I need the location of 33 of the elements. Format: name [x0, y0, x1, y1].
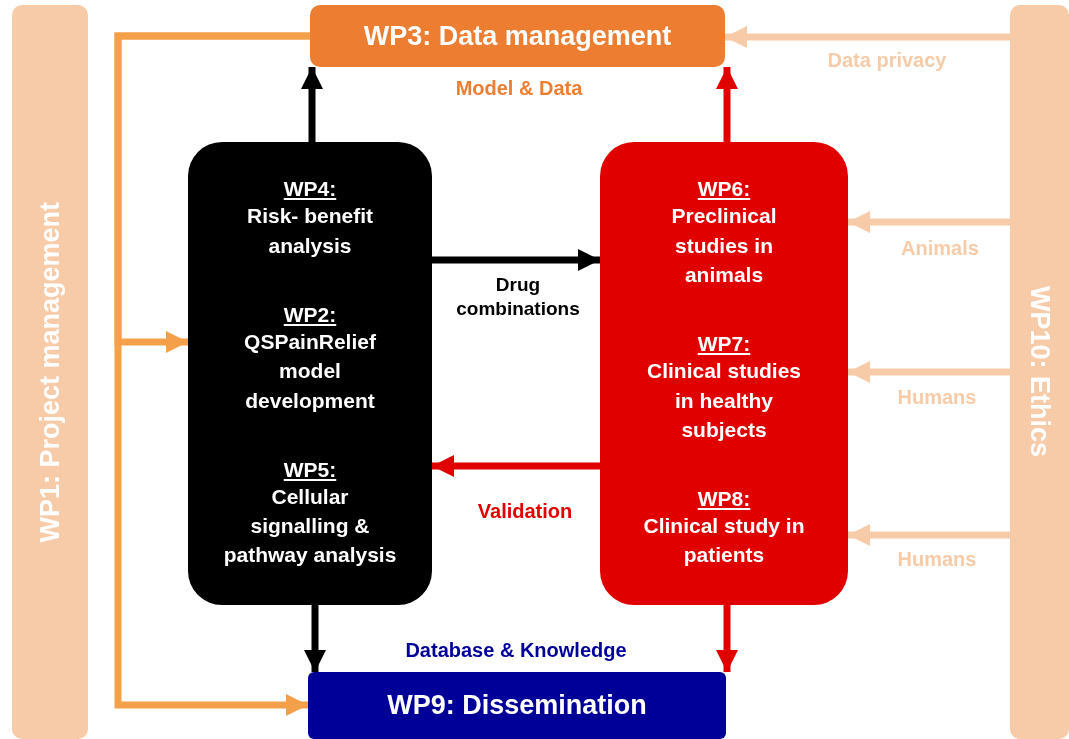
section-heading: WP2: — [282, 302, 338, 327]
arrow — [432, 454, 600, 478]
section-text: Risk- benefit analysis — [246, 203, 374, 259]
arrow — [848, 210, 1010, 234]
arrow — [725, 25, 1010, 49]
arrow — [715, 67, 739, 142]
process-box — [310, 5, 725, 67]
arrow — [432, 248, 600, 272]
process-box — [188, 142, 432, 605]
section-text: Clinical study in patients — [642, 512, 806, 569]
arrow — [715, 605, 739, 672]
side-band — [1010, 5, 1069, 739]
section-text: QSPainRelief model development — [243, 328, 377, 414]
arrow — [303, 605, 327, 672]
section-heading: WP7: — [696, 332, 752, 357]
node-title: WP9: Dissemination — [387, 690, 647, 721]
node-title: WP10: Ethics — [1024, 286, 1055, 458]
node-title: WP1: Project management — [34, 201, 66, 543]
node-title: WP3: Data management — [363, 20, 672, 52]
edge-label: Drug combinations — [455, 273, 581, 321]
arrow — [848, 523, 1010, 547]
arrow — [300, 67, 324, 142]
section-text: Cellular signalling & pathway analysis — [223, 483, 397, 569]
process-box — [308, 672, 726, 739]
section-text: Preclinical studies in animals — [670, 203, 778, 289]
section-heading: WP6: — [696, 177, 752, 202]
side-band — [12, 5, 88, 739]
section-heading: WP4: — [282, 177, 338, 202]
section-heading: WP8: — [696, 486, 752, 511]
section-text: Clinical studies in healthy subjects — [645, 358, 802, 443]
section-heading: WP5: — [282, 457, 338, 482]
arrow — [848, 360, 1010, 384]
process-box — [600, 142, 848, 605]
